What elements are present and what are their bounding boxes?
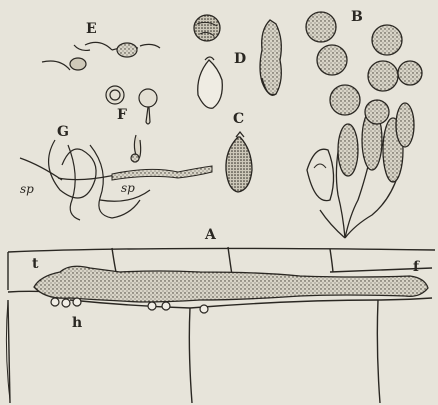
figure-g-thick-hypha — [112, 166, 212, 180]
figure-f-germinating-spores — [106, 86, 157, 162]
figure-e-zoospores — [42, 42, 160, 70]
label-sp-left: sp — [20, 183, 34, 195]
label-d: D — [234, 52, 246, 66]
figure-g-hyphae — [20, 140, 212, 220]
label-b: B — [351, 10, 363, 24]
label-g: G — [57, 125, 69, 139]
label-t: t — [32, 257, 38, 271]
label-e: E — [86, 22, 97, 36]
label-sp-right: sp — [121, 182, 135, 194]
figure-b-conidiophore — [306, 12, 422, 238]
label-f: F — [117, 108, 127, 122]
label-h: h — [72, 316, 82, 330]
label-a: A — [205, 228, 216, 242]
figure-c-sporangium — [226, 132, 252, 192]
label-f-small: f — [413, 260, 419, 274]
label-c: C — [233, 112, 244, 126]
